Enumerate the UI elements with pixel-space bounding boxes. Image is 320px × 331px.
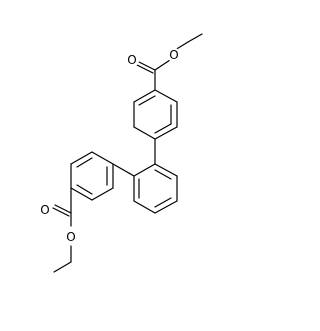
atom-o-carbonyl-bottom: O	[38, 203, 52, 217]
atom-label-o-carbonyl-top: O	[127, 53, 136, 67]
ring1-bond-4	[154, 126, 178, 140]
ring1-inner-double-2	[154, 123, 172, 134]
ring2-inner-double-2	[154, 197, 172, 208]
bond-ethyl-ch2-o-top	[174, 41, 189, 51]
ring3-bond-3	[70, 187, 93, 201]
atom-label-o-carbonyl-bottom: O	[40, 203, 49, 217]
atom-o-carbonyl-top: O	[125, 53, 139, 67]
ring3-inner-double-3	[76, 184, 93, 195]
ring2-bond-6	[154, 163, 178, 177]
ring1-inner-double-1	[138, 95, 156, 106]
molecule-drawing: O O O O	[38, 33, 203, 273]
middle-benzene-ring	[133, 163, 178, 214]
bond-ethyl-ch3-ch2-top	[187, 33, 203, 43]
ring3-bond-6	[91, 151, 114, 165]
bottom-ester-group	[52, 187, 72, 273]
bond-o-carbonyl-carbon-top	[154, 59, 171, 71]
ring3-bond-5	[70, 151, 93, 165]
atom-o-ester-top: O	[167, 48, 181, 62]
ring2-inner-double-3	[154, 169, 172, 180]
bond-co-double-a-bottom	[54, 204, 72, 214]
bond-co-double-a-top	[138, 61, 156, 71]
ring1-bond-6	[154, 89, 178, 103]
ring1-bond-3	[133, 126, 156, 140]
atom-label-o-ester-top: O	[169, 48, 178, 62]
bond-co-double-b-top	[136, 64, 154, 74]
ring3-inner-double-2	[76, 157, 93, 168]
ring2-bond-1	[133, 163, 156, 177]
ring2-bond-4	[154, 200, 178, 214]
atom-label-o-ester-bottom: O	[66, 230, 75, 244]
ring2-bond-3	[133, 200, 156, 214]
bond-co-double-b-bottom	[52, 207, 70, 217]
ring3-bond-2	[91, 187, 114, 201]
structure-canvas: O O O O	[38, 33, 203, 273]
bottom-benzene-ring	[70, 151, 114, 201]
ring1-bond-1	[133, 89, 156, 103]
top-benzene-ring	[133, 89, 178, 140]
atom-o-ester-bottom: O	[64, 230, 78, 244]
bond-ethyl-ch2-ch3-bottom	[53, 261, 72, 273]
top-ester-group	[136, 33, 203, 91]
bond-ring2-ring3	[112, 163, 135, 177]
